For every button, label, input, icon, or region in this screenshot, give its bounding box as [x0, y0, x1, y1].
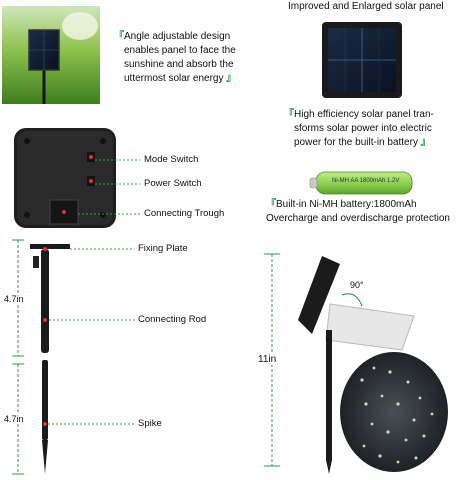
battery: [309, 171, 413, 195]
caption-line-2: enables panel to face the: [124, 45, 236, 56]
open-bracket: 『: [284, 109, 294, 120]
tilted-panel: [298, 256, 340, 334]
adjustable-design-caption: 『Angle adjustable design enables panel t…: [114, 30, 236, 86]
connecting-trough-label: Connecting Trough: [144, 208, 225, 219]
fixing-plate: [30, 244, 70, 249]
open-bracket: 『: [266, 199, 276, 210]
close-bracket: 』: [226, 73, 237, 84]
open-bracket: 『: [114, 31, 124, 42]
spike-label: Spike: [138, 418, 162, 429]
upper-length-label: 4.7in: [4, 294, 24, 304]
dimension-marks: [12, 239, 280, 475]
overall-height-label: 11in: [258, 354, 277, 365]
battery-caption: 『Built-in Ni-MH battery:1800mAh Overchar…: [266, 198, 450, 226]
panel-caption: 『High efficiency solar panel tran- sform…: [284, 108, 434, 150]
power-switch-label: Power Switch: [144, 178, 202, 189]
caption-line-3: sunshine and absorb the: [124, 59, 234, 70]
battery-print: Ni-MH AA 1800mAh 1.2V: [332, 178, 400, 184]
connecting-rod-label: Connecting Rod: [138, 314, 207, 325]
panel-caption-line-3: power for the built-in battery: [294, 137, 418, 148]
lower-length-label: 4.7in: [4, 414, 24, 424]
panel-caption-line-1: High efficiency solar panel tran-: [294, 109, 434, 120]
mode-switch-label: Mode Switch: [144, 154, 199, 165]
battery-caption-line-2: Overcharge and overdischarge protection: [266, 213, 450, 224]
spike-body: [42, 360, 48, 440]
close-bracket: 』: [420, 137, 431, 148]
string-lights: [340, 352, 448, 472]
caption-line-4: uttermost solar energy: [124, 73, 224, 84]
angle-label: 90°: [350, 280, 364, 290]
assembled-unit: [298, 256, 448, 474]
caption-line-1: Angle adjustable design: [124, 31, 231, 42]
control-box: [14, 128, 116, 228]
solar-panel: [322, 22, 402, 98]
panel-caption-line-2: sforms solar power into electric: [294, 123, 432, 134]
battery-caption-line-1: Built-in Ni-MH battery:1800mAh: [276, 199, 417, 210]
fixing-plate-label: Fixing Plate: [138, 243, 188, 254]
panel-ghost: [325, 303, 415, 351]
solar-panel-title: Improved and Enlarged solar panel: [288, 1, 444, 12]
stake: [30, 244, 70, 474]
garden-photo: [2, 6, 100, 104]
assembled-stake: [326, 330, 332, 460]
connecting-rod: [41, 249, 49, 353]
leader-lines: [48, 159, 140, 425]
